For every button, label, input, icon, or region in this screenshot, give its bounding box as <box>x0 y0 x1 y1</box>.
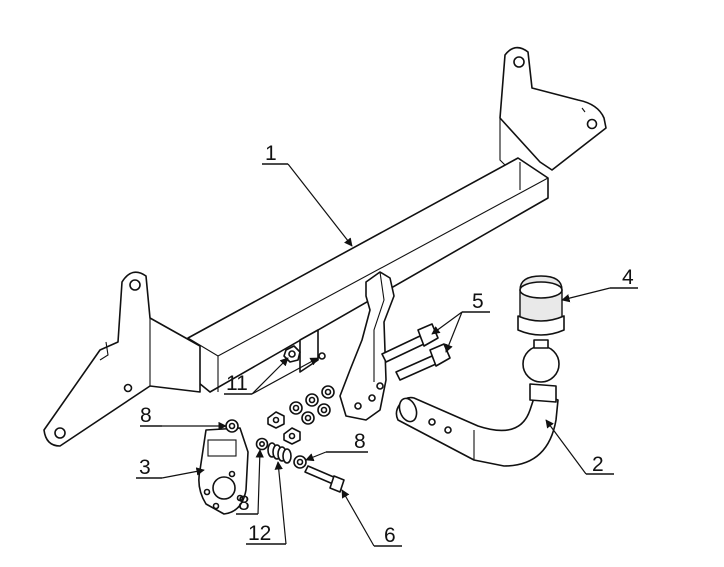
crossbar-assembly <box>43 46 607 447</box>
right-bracket-hole-upper <box>513 56 525 68</box>
label-part-1: 1 <box>265 142 277 165</box>
hanger-hole-2 <box>368 394 376 402</box>
hanger-hole-1 <box>354 402 362 410</box>
left-bracket-hole-lower <box>54 427 66 439</box>
label-part-12: 12 <box>248 522 271 545</box>
towball-neck-part-2 <box>395 339 560 467</box>
label-part-5: 5 <box>472 290 484 313</box>
ball-cap-part-4 <box>517 275 565 336</box>
bolt-lower <box>395 355 437 381</box>
right-mounting-bracket <box>499 46 607 171</box>
socket-plate-part-3 <box>198 427 249 515</box>
washer-8-bottom <box>255 437 269 451</box>
left-mounting-bracket <box>43 271 201 447</box>
label-part-3: 3 <box>139 456 151 479</box>
label-part-2: 2 <box>592 453 604 476</box>
towball <box>522 345 560 383</box>
right-bracket-hole-lower <box>586 118 598 130</box>
label-part-8-top: 8 <box>140 404 152 427</box>
label-part-8-bottom: 8 <box>238 492 250 515</box>
nuts-and-washers <box>267 385 335 445</box>
washer-8-top <box>225 419 239 433</box>
spring-washer-stack-part-12 <box>267 442 292 464</box>
left-bracket-hole-middle <box>123 383 133 393</box>
washer-8-screw <box>293 455 307 469</box>
leader-lines <box>136 163 638 547</box>
mounting-bolts <box>381 323 451 381</box>
left-bracket-hole-upper <box>129 279 141 291</box>
label-part-6: 6 <box>384 524 396 547</box>
label-part-11: 11 <box>226 372 248 395</box>
label-part-4: 4 <box>622 266 634 289</box>
hanger-hole-3 <box>376 382 384 390</box>
screw-part-6 <box>304 465 345 493</box>
bolt-upper <box>381 335 425 363</box>
label-part-8-right: 8 <box>354 430 366 453</box>
